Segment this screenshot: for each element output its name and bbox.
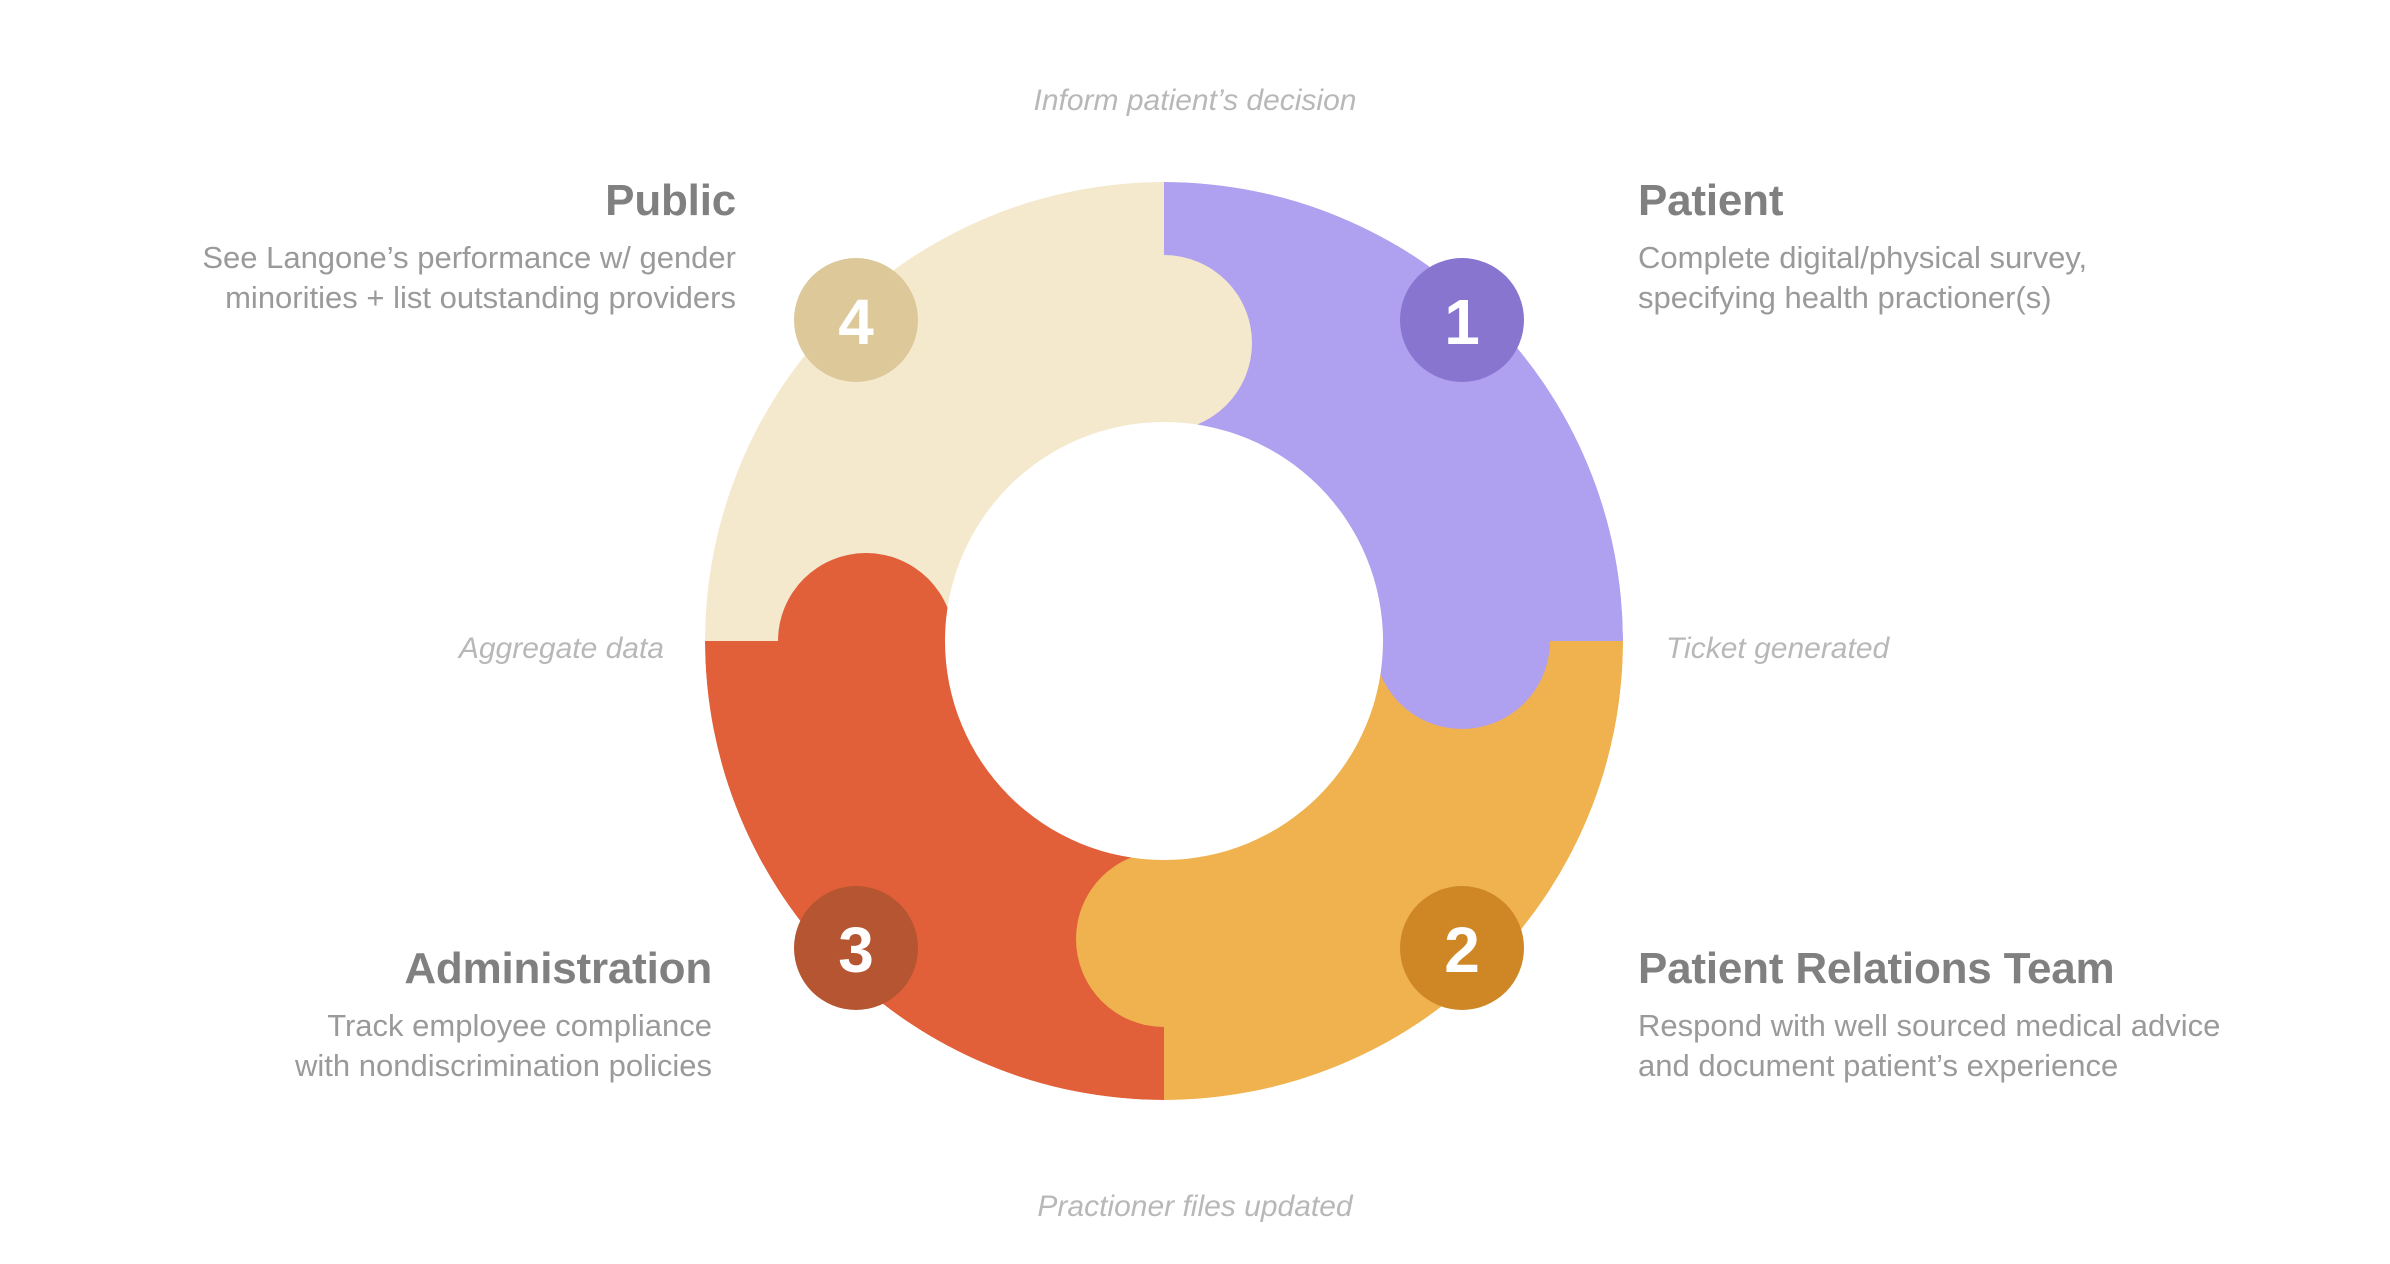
- puzzle-tab-purple-into-orange: [1374, 641, 1550, 729]
- segment-2-title: Patient Relations Team: [1638, 944, 2115, 993]
- badge-2-number: 2: [1444, 914, 1480, 986]
- segment-3-label-block[interactable]: Administration Track employee compliance…: [0, 944, 712, 1087]
- segment-4-desc-line-1: See Langone’s performance w/ gender: [202, 240, 736, 276]
- segment-2-desc-line-2: and document patient’s experience: [1638, 1048, 2119, 1084]
- segment-2-label-block[interactable]: Patient Relations Team Respond with well…: [1638, 944, 2378, 1087]
- puzzle-tab-cream-into-purple: [1164, 255, 1252, 431]
- puzzle-tab-red-into-cream: [778, 553, 954, 641]
- connector-label-bottom: Practioner files updated: [1037, 1190, 1353, 1223]
- segment-4-arc[interactable]: [705, 182, 1164, 641]
- segment-2-arc[interactable]: [1164, 641, 1623, 1100]
- segment-4-desc-line-2: minorities + list outstanding providers: [225, 280, 736, 316]
- badge-4[interactable]: 4: [794, 258, 918, 382]
- badge-1[interactable]: 1: [1400, 258, 1524, 382]
- segment-2-description: Respond with well sourced medical advice…: [1638, 1006, 2378, 1087]
- segment-1-description: Complete digital/physical survey, specif…: [1638, 238, 2358, 319]
- segment-3-title: Administration: [404, 944, 712, 993]
- segment-4-description: See Langone’s performance w/ gender mino…: [0, 238, 736, 319]
- segment-1-title: Patient: [1638, 176, 1784, 225]
- segment-1-arc[interactable]: [1164, 182, 1623, 641]
- connector-label-left: Aggregate data: [458, 632, 664, 665]
- segment-3-desc-line-2: with nondiscrimination policies: [295, 1048, 712, 1084]
- puzzle-tab-orange-into-red: [1076, 851, 1164, 1027]
- connector-label-top: Inform patient’s decision: [1033, 84, 1357, 117]
- segment-1-desc-line-1: Complete digital/physical survey,: [1638, 240, 2088, 276]
- segment-1-desc-line-2: specifying health practioner(s): [1638, 280, 2052, 316]
- badge-1-circle: [1400, 258, 1524, 382]
- badge-2-circle: [1400, 886, 1524, 1010]
- badge-3[interactable]: 3: [794, 886, 918, 1010]
- segment-3-description: Track employee compliance with nondiscri…: [0, 1006, 712, 1087]
- badge-1-number: 1: [1444, 286, 1480, 358]
- segment-3-arc[interactable]: [705, 641, 1164, 1100]
- segment-2-desc-line-1: Respond with well sourced medical advice: [1638, 1008, 2221, 1044]
- segment-4-label-block[interactable]: Public See Langone’s performance w/ gend…: [0, 176, 736, 319]
- badge-3-circle: [794, 886, 918, 1010]
- badge-4-number: 4: [838, 286, 874, 358]
- badge-3-number: 3: [838, 914, 874, 986]
- badge-4-circle: [794, 258, 918, 382]
- segment-4-title: Public: [605, 176, 736, 225]
- segment-3-desc-line-1: Track employee compliance: [327, 1008, 712, 1044]
- connector-label-right: Ticket generated: [1666, 632, 1890, 665]
- segment-1-label-block[interactable]: Patient Complete digital/physical survey…: [1638, 176, 2358, 319]
- badge-2[interactable]: 2: [1400, 886, 1524, 1010]
